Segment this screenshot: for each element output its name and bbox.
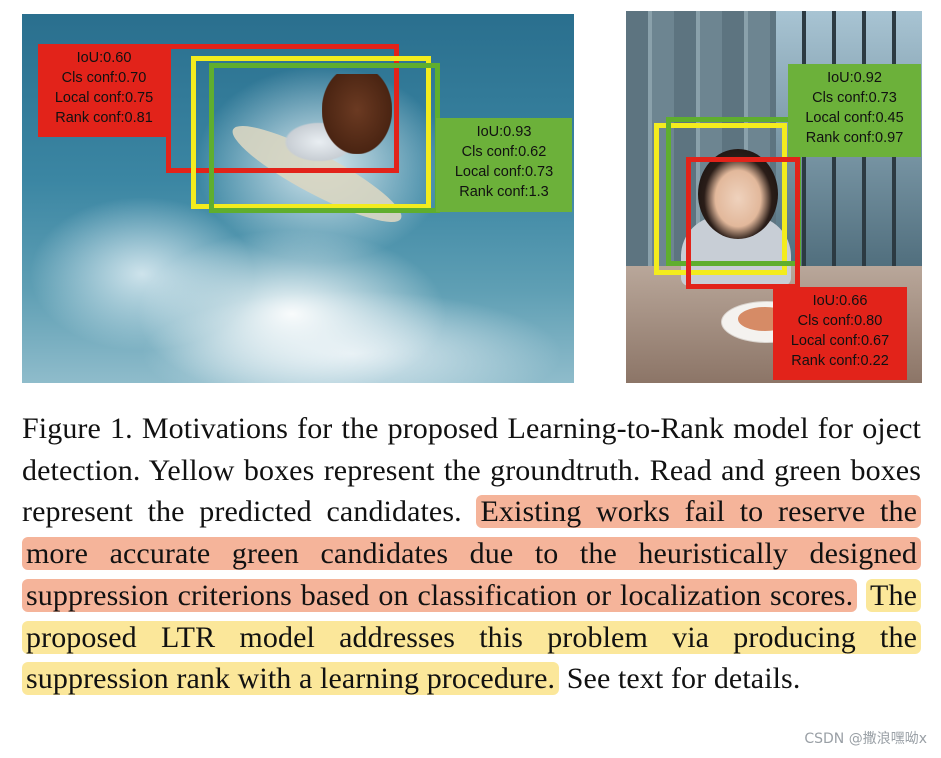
label-local-conf: Local conf:0.45 (805, 110, 904, 126)
label-rank-conf: Rank conf:0.81 (55, 110, 153, 126)
label-rank-conf: Rank conf:0.97 (805, 130, 904, 146)
right-red-box (686, 157, 800, 289)
watermark: CSDN @撒浪嘿呦x (804, 731, 927, 747)
right-green-label: IoU:0.92 Cls conf:0.73 Local conf:0.45 R… (788, 64, 921, 157)
label-rank-conf: Rank conf:0.22 (791, 353, 889, 369)
left-yellow-box (191, 56, 431, 209)
right-red-label: IoU:0.66 Cls conf:0.80 Local conf:0.67 R… (773, 287, 907, 380)
left-red-label: IoU:0.60 Cls conf:0.70 Local conf:0.75 R… (38, 44, 170, 137)
figure-caption: Figure 1. Motivations for the proposed L… (22, 408, 921, 700)
label-cls-conf: Cls conf:0.70 (61, 70, 147, 86)
label-local-conf: Local conf:0.73 (454, 164, 554, 180)
label-iou: IoU:0.66 (812, 293, 868, 309)
label-iou: IoU:0.92 (827, 70, 882, 86)
girl-head (698, 149, 778, 239)
label-cls-conf: Cls conf:0.80 (797, 313, 883, 329)
right-yellow-box (654, 123, 787, 275)
surfer (322, 74, 392, 154)
left-green-label: IoU:0.93 Cls conf:0.62 Local conf:0.73 R… (436, 118, 572, 212)
left-green-box (209, 63, 440, 213)
label-iou: IoU:0.60 (76, 50, 132, 66)
label-cls-conf: Cls conf:0.73 (812, 90, 897, 106)
label-rank-conf: Rank conf:1.3 (459, 184, 549, 200)
caption-text: Figure 1. Motivations for the proposed L… (22, 412, 921, 529)
caption-text-end: See text for details. (559, 662, 801, 696)
label-local-conf: Local conf:0.75 (54, 90, 154, 106)
label-local-conf: Local conf:0.67 (790, 333, 890, 349)
label-cls-conf: Cls conf:0.62 (461, 144, 547, 160)
label-iou: IoU:0.93 (476, 124, 532, 140)
